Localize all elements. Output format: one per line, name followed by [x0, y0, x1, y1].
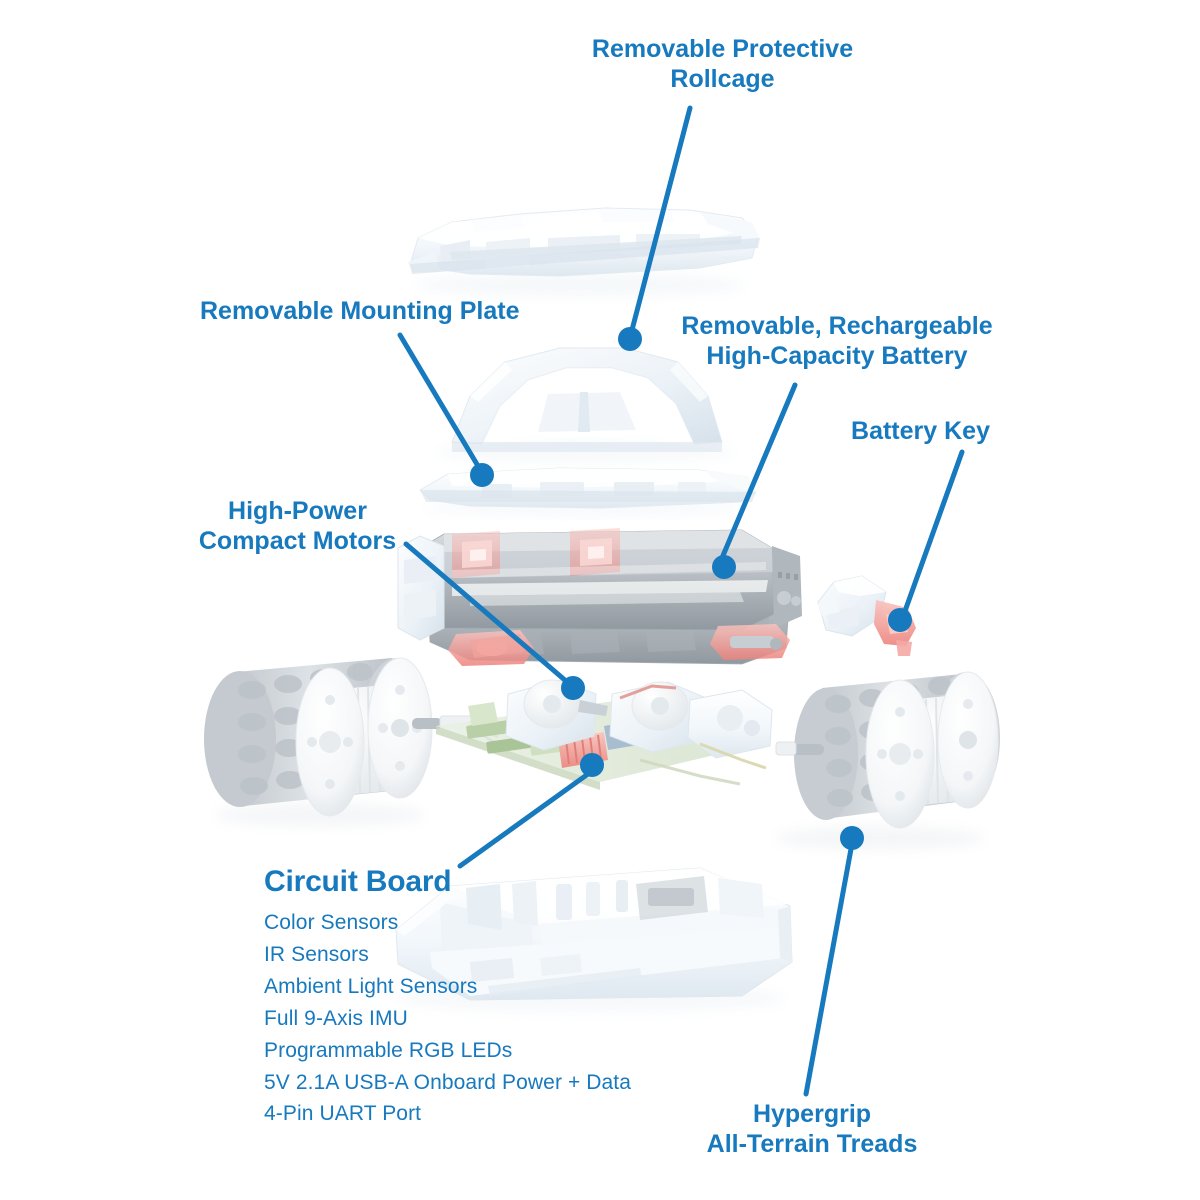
- circuit-board-spec-block: Circuit Board Color Sensors IR Sensors A…: [264, 865, 631, 1130]
- leader-dot-treads: [840, 826, 864, 850]
- right-compact-motor: [609, 681, 722, 753]
- part-right-tread-assembly: [775, 671, 1000, 850]
- spec-item-uart-port: 4-Pin UART Port: [264, 1102, 422, 1126]
- leader-dot-circuit-board: [580, 753, 604, 777]
- spec-item-rgb-leds: Programmable RGB LEDs: [264, 1038, 513, 1062]
- leader-dot-rollcage: [618, 327, 642, 351]
- part-mounting-plate: [435, 347, 735, 462]
- part-protective-rollcage: [408, 207, 760, 297]
- spec-item-usb-power-data: 5V 2.1A USB-A Onboard Power + Data: [264, 1070, 632, 1094]
- leader-line-battery: [719, 382, 798, 561]
- leader-dot-battery-key: [888, 608, 912, 632]
- leader-line-mounting-plate: [397, 332, 481, 469]
- leader-line-circuit-board: [457, 771, 591, 869]
- callout-removable-rechargeable-high-capacity-battery: Removable, Rechargeable High-Capacity Ba…: [681, 312, 993, 370]
- part-drivetrain-assembly: [436, 634, 773, 790]
- callout-hypergrip-all-terrain-treads: Hypergrip All-Terrain Treads: [706, 1100, 918, 1158]
- battery-indicator-lights: [452, 528, 620, 578]
- leader-dot-battery: [712, 555, 736, 579]
- callout-removable-mounting-plate: Removable Mounting Plate: [200, 297, 520, 325]
- part-lower-chassis-shell: [395, 867, 793, 1012]
- leader-dot-mounting-plate: [470, 463, 494, 487]
- leader-line-battery-key: [902, 449, 965, 614]
- spec-item-imu: Full 9-Axis IMU: [264, 1006, 408, 1030]
- callout-battery-key: Battery Key: [851, 417, 990, 445]
- leader-dot-motors: [561, 676, 585, 700]
- circuit-board-title: Circuit Board: [264, 865, 452, 898]
- callout-high-power-compact-motors: High-Power Compact Motors: [198, 497, 397, 555]
- part-lower-mounting-plate: [419, 467, 758, 516]
- spec-item-color-sensors: Color Sensors: [264, 911, 399, 934]
- spec-item-ir-sensors: IR Sensors: [264, 942, 369, 966]
- leader-line-motors: [403, 541, 569, 684]
- spec-item-ambient-light-sensors: Ambient Light Sensors: [264, 974, 478, 998]
- leader-line-rollcage: [629, 105, 693, 333]
- callout-removable-protective-rollcage: Removable Protective Rollcage: [591, 35, 854, 93]
- leader-line-treads: [803, 846, 854, 1097]
